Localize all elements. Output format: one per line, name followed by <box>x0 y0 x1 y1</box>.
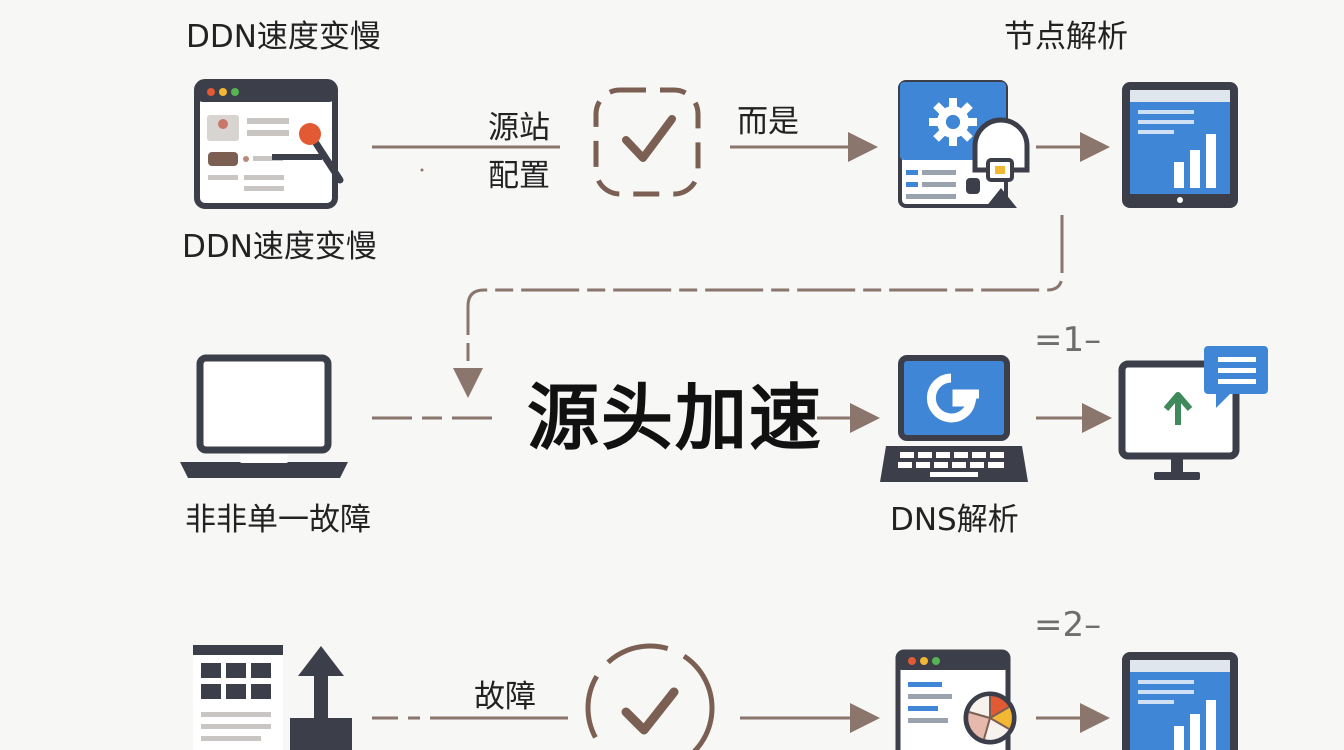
grid-upload-icon <box>193 645 352 750</box>
tablet-chart-icon <box>1122 82 1238 208</box>
chat-bubble-icon <box>1204 346 1268 408</box>
browser-window-icon <box>194 79 344 209</box>
server-gear-icon <box>898 80 1030 208</box>
step-badge-2: =2– <box>1034 605 1102 645</box>
dashed-connector <box>453 215 1064 398</box>
node-resolution-label: 节点解析 <box>1004 19 1128 55</box>
browser-pie-icon <box>895 649 1017 750</box>
row2-left-label: 非非单一故障 <box>185 502 371 538</box>
laptop-g-icon <box>880 355 1028 482</box>
tablet-chart-icon <box>1122 652 1238 750</box>
row1-top-label: DDN速度变慢 <box>186 19 381 55</box>
dns-label: DNS解析 <box>890 502 1019 538</box>
arrow-label-source-config: 源站 配置 <box>488 110 550 194</box>
arrow-label-fault: 故障 <box>474 679 536 715</box>
step-badge-1: =1– <box>1034 320 1102 360</box>
arrow-label-instead: 而是 <box>737 104 799 140</box>
checkmark-icon <box>585 643 715 750</box>
laptop-icon <box>180 354 348 478</box>
center-title: 源头加速 <box>527 376 824 460</box>
checkmark-icon <box>593 87 701 197</box>
row1-bottom-label: DDN速度变慢 <box>182 229 377 265</box>
